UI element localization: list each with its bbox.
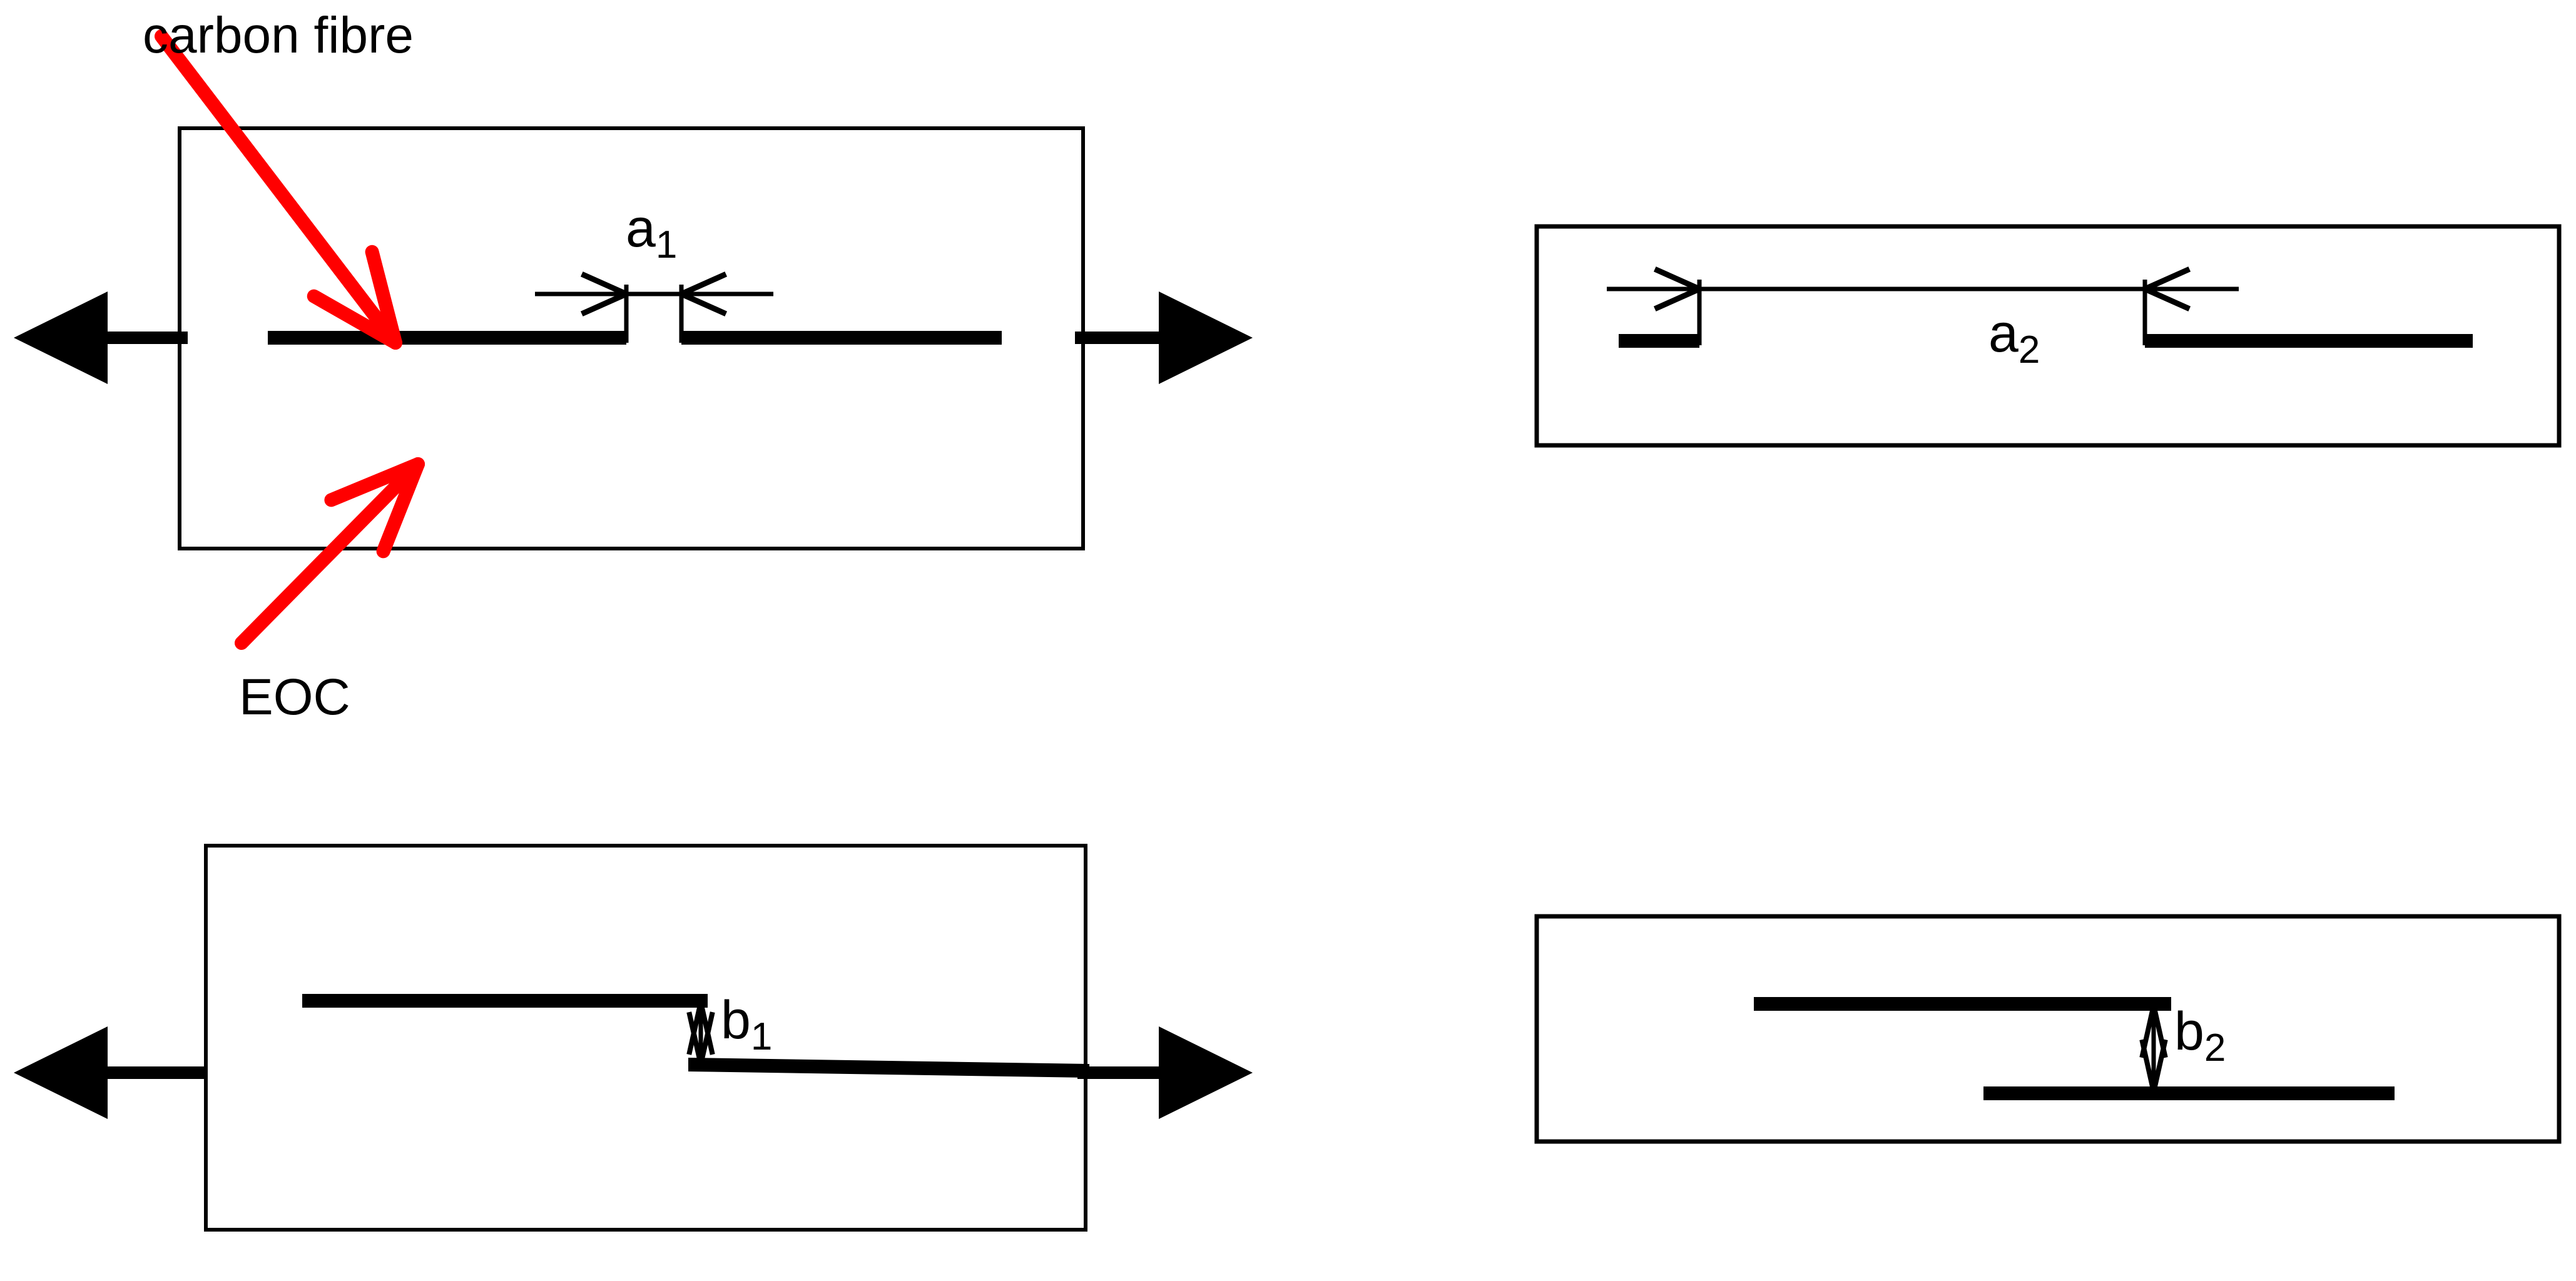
load-arrow-panel-a1-1-head (1159, 291, 1253, 384)
dimension-arrowhead-bottom-panel-b2 (2151, 1039, 2168, 1093)
fibre-segment-panel-b1-1 (688, 1058, 1089, 1078)
fibre-segment-panel-a1-0 (268, 331, 626, 345)
dimension-arrowhead-left-panel-a1 (580, 271, 628, 297)
callout-label-carbon-fibre: carbon fibre (143, 7, 414, 64)
fibre-segment-panel-a2-0 (1619, 334, 1699, 348)
callout-label-eoc: EOC (239, 669, 350, 726)
fibre-segment-panel-b2-0 (1754, 997, 2171, 1011)
specimen-box-panel-b1 (204, 844, 1087, 1232)
dimension-subscript-b2: 2 (2204, 1026, 2226, 1070)
dimension-subscript-a2: 2 (2018, 328, 2040, 372)
load-arrow-panel-b1-0-head (14, 1026, 108, 1119)
dimension-label-b2: b2 (2174, 1005, 2226, 1075)
fibre-segment-panel-b2-1 (1983, 1086, 2395, 1100)
specimen-box-panel-a2 (1534, 224, 2562, 448)
dimension-subscript-a1: 1 (655, 223, 678, 267)
dimension-symbol-a1: a (626, 198, 656, 258)
dimension-arrowhead-right-panel-a2 (2144, 286, 2191, 311)
dimension-symbol-b2: b (2174, 1001, 2204, 1061)
callout-arrow-carbon-fibre (155, 29, 402, 350)
callout-arrow-eoc (235, 457, 425, 650)
fibre-segment-panel-a2-1 (2145, 334, 2473, 348)
fibre-segment-panel-a1-1 (681, 331, 1002, 345)
dimension-arrowhead-right-panel-a2 (2144, 266, 2191, 292)
dimension-symbol-b1: b (721, 990, 751, 1050)
dimension-subscript-b1: 1 (750, 1015, 773, 1059)
specimen-box-panel-b2 (1534, 914, 2562, 1144)
dimension-arrowhead-left-panel-a2 (1653, 286, 1701, 311)
dimension-arrowhead-bottom-panel-b2 (2139, 1039, 2156, 1093)
fibre-segment-panel-b1-0 (302, 994, 708, 1008)
callout-arrowhead-carbon-fibre-1 (307, 289, 402, 350)
load-arrow-panel-a1-0-head (14, 291, 108, 384)
dimension-arrowhead-right-panel-a1 (680, 291, 728, 316)
callout-arrowhead-carbon-fibre-0 (365, 245, 402, 350)
dimension-label-b1: b1 (721, 993, 772, 1064)
callout-arrowhead-eoc-1 (376, 457, 425, 559)
dimension-arrowhead-left-panel-a1 (580, 291, 628, 316)
dimension-label-a1: a1 (626, 201, 677, 272)
dimension-label-a2: a2 (1988, 306, 2040, 377)
dimension-arrowhead-right-panel-a1 (680, 271, 728, 297)
callout-arrowhead-eoc-0 (324, 457, 425, 507)
dimension-symbol-a2: a (1988, 303, 2019, 363)
dimension-arrowhead-bottom-panel-b1 (698, 1011, 715, 1065)
generated-geometry (14, 29, 2562, 1232)
dimension-arrowhead-left-panel-a2 (1653, 266, 1701, 292)
load-arrow-panel-b1-1-head (1159, 1026, 1253, 1119)
dimension-arrowhead-bottom-panel-b1 (686, 1011, 703, 1065)
